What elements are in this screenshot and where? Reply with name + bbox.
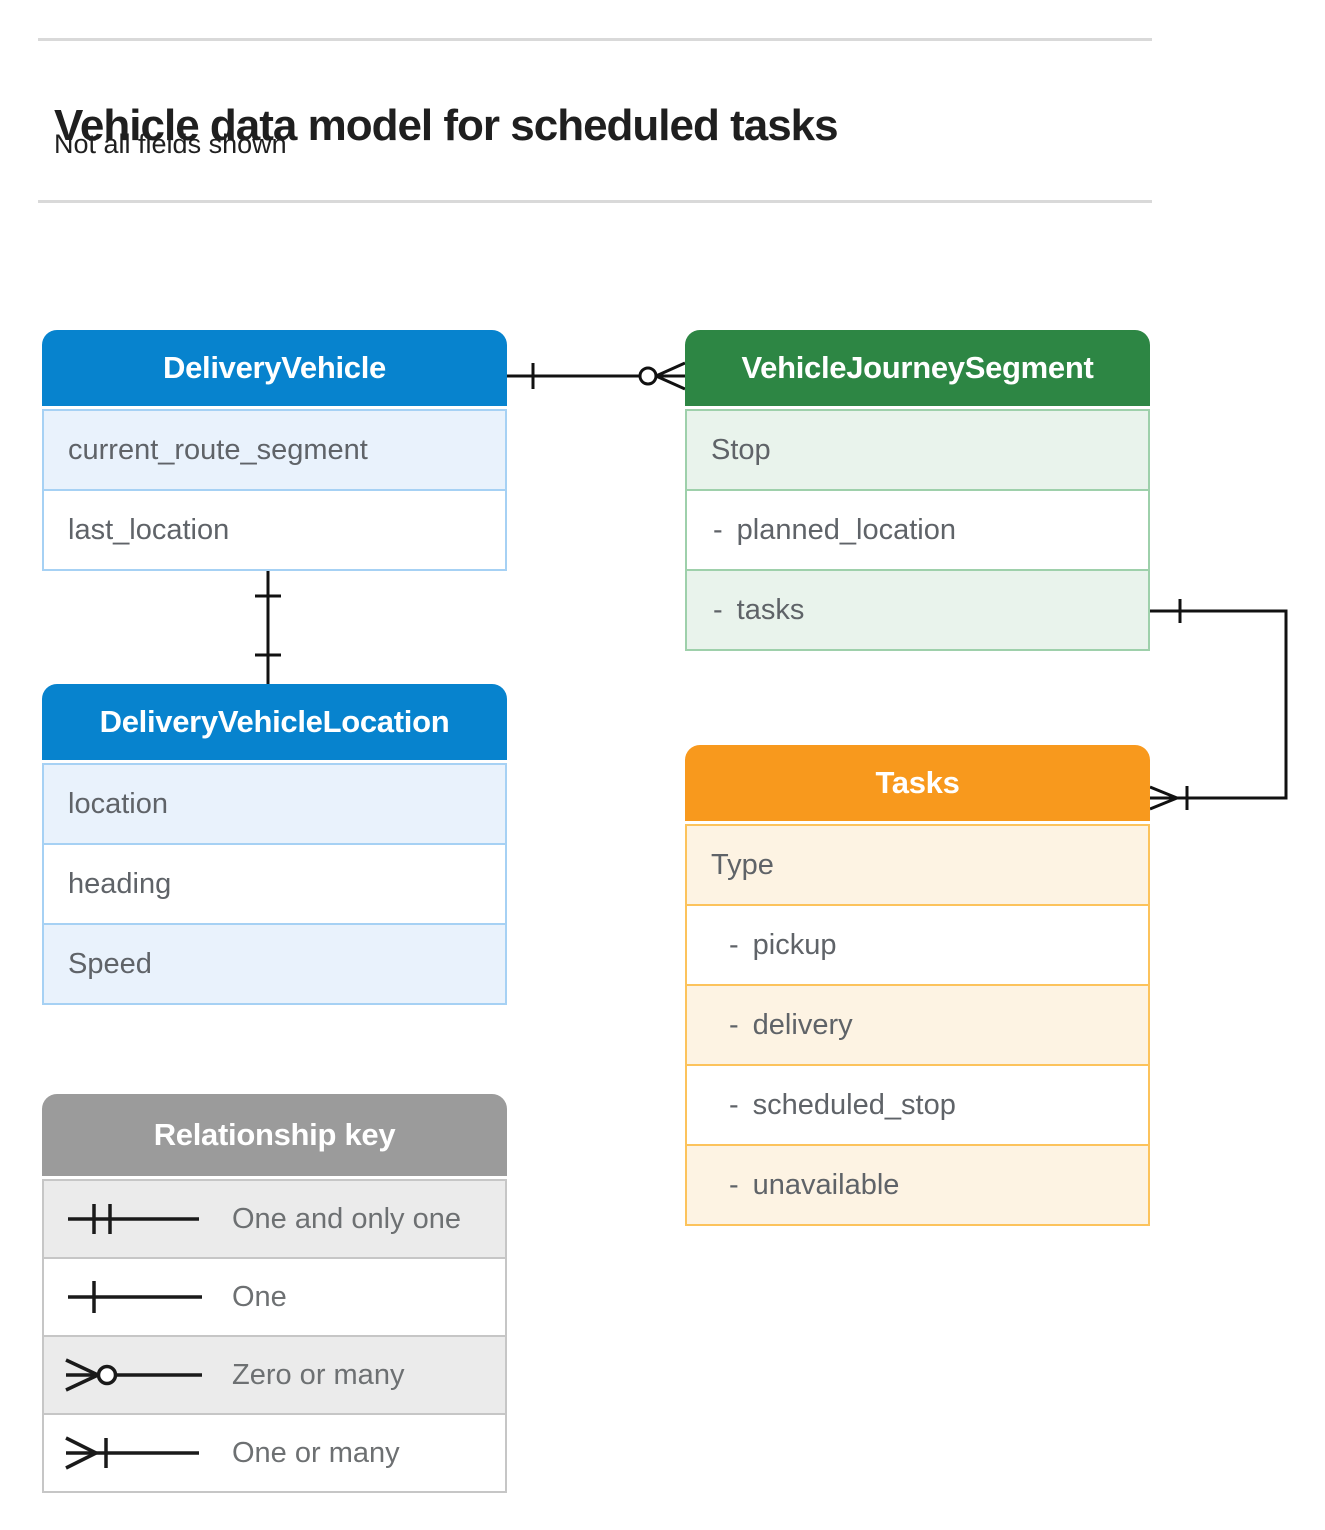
field-row: Type bbox=[687, 826, 1148, 906]
page-title: Vehicle data model for scheduled tasks bbox=[54, 101, 839, 151]
title-divider bbox=[38, 200, 1152, 203]
connector-deliveryvehicle-vehiclejourneysegment bbox=[507, 361, 686, 391]
field-label: unavailable bbox=[752, 1168, 900, 1201]
field-label: location bbox=[68, 787, 168, 820]
legend-item: One or many bbox=[44, 1415, 505, 1491]
connector-deliveryvehicle-deliveryvehiclelocation bbox=[255, 568, 281, 684]
entity-delivery-vehicle-location: DeliveryVehicleLocation location heading… bbox=[42, 684, 507, 1005]
field-label: delivery bbox=[752, 1008, 853, 1041]
legend-label: One or many bbox=[232, 1436, 400, 1469]
legend-label: One bbox=[232, 1280, 287, 1313]
entity-tasks-header: Tasks bbox=[685, 745, 1150, 821]
field-bullet: - bbox=[713, 593, 723, 626]
entity-title: DeliveryVehicleLocation bbox=[99, 704, 450, 739]
field-row: - scheduled_stop bbox=[687, 1066, 1148, 1146]
relationship-key-header: Relationship key bbox=[42, 1094, 507, 1176]
entity-tasks-fields: Type - pickup - delivery - scheduled_sto… bbox=[685, 824, 1150, 1226]
field-row: Speed bbox=[44, 925, 505, 1003]
relationship-key-rows: One and only one One bbox=[42, 1179, 507, 1493]
entity-vehicle-journey-segment-header: VehicleJourneySegment bbox=[685, 330, 1150, 406]
top-divider bbox=[38, 38, 1152, 41]
field-row: location bbox=[44, 765, 505, 845]
field-bullet: - bbox=[729, 1168, 739, 1201]
one-and-only-one-symbol bbox=[54, 1189, 214, 1249]
one-or-many-symbol bbox=[54, 1423, 214, 1483]
legend-label: Zero or many bbox=[232, 1358, 405, 1391]
field-row: - unavailable bbox=[687, 1146, 1148, 1224]
field-row: - planned_location bbox=[687, 491, 1148, 571]
relationship-key-title: Relationship key bbox=[153, 1117, 396, 1152]
entity-delivery-vehicle-fields: current_route_segment last_location bbox=[42, 409, 507, 571]
entity-vehicle-journey-segment-fields: Stop - planned_location - tasks bbox=[685, 409, 1150, 651]
entity-title: DeliveryVehicle bbox=[163, 350, 386, 385]
field-label: planned_location bbox=[736, 513, 956, 546]
entity-delivery-vehicle: DeliveryVehicle current_route_segment la… bbox=[42, 330, 507, 571]
entity-vehicle-journey-segment: VehicleJourneySegment Stop - planned_loc… bbox=[685, 330, 1150, 651]
entity-delivery-vehicle-location-header: DeliveryVehicleLocation bbox=[42, 684, 507, 760]
field-row: Stop bbox=[687, 411, 1148, 491]
zero-or-many-symbol bbox=[54, 1345, 214, 1405]
legend-label: One and only one bbox=[232, 1202, 461, 1235]
entity-title: VehicleJourneySegment bbox=[741, 350, 1094, 385]
entity-delivery-vehicle-location-fields: location heading Speed bbox=[42, 763, 507, 1005]
field-label: last_location bbox=[68, 513, 230, 546]
field-bullet: - bbox=[729, 928, 739, 961]
legend-item: One bbox=[44, 1259, 505, 1337]
field-row: last_location bbox=[44, 491, 505, 569]
field-label: current_route_segment bbox=[68, 433, 368, 466]
legend-item: Zero or many bbox=[44, 1337, 505, 1415]
field-label: Stop bbox=[711, 433, 771, 466]
field-row: heading bbox=[44, 845, 505, 925]
field-row: - pickup bbox=[687, 906, 1148, 986]
field-bullet: - bbox=[729, 1008, 739, 1041]
relationship-key: Relationship key One and only one bbox=[42, 1094, 507, 1493]
entity-tasks: Tasks Type - pickup - delivery - schedul… bbox=[685, 745, 1150, 1226]
field-bullet: - bbox=[729, 1088, 739, 1121]
entity-delivery-vehicle-header: DeliveryVehicle bbox=[42, 330, 507, 406]
field-bullet: - bbox=[713, 513, 723, 546]
field-row: - delivery bbox=[687, 986, 1148, 1066]
connector-vehiclejourneysegment-tasks bbox=[1149, 599, 1288, 811]
field-row: - tasks bbox=[687, 571, 1148, 649]
field-label: Speed bbox=[68, 947, 152, 980]
field-label: pickup bbox=[752, 928, 837, 961]
field-row: current_route_segment bbox=[44, 411, 505, 491]
field-label: heading bbox=[68, 867, 172, 900]
one-symbol bbox=[54, 1267, 214, 1327]
field-label: scheduled_stop bbox=[752, 1088, 956, 1121]
page-subtitle: Not all fields shown bbox=[54, 129, 287, 159]
field-label: tasks bbox=[736, 593, 805, 626]
field-label: Type bbox=[711, 848, 774, 881]
legend-item: One and only one bbox=[44, 1181, 505, 1259]
entity-title: Tasks bbox=[875, 765, 960, 800]
